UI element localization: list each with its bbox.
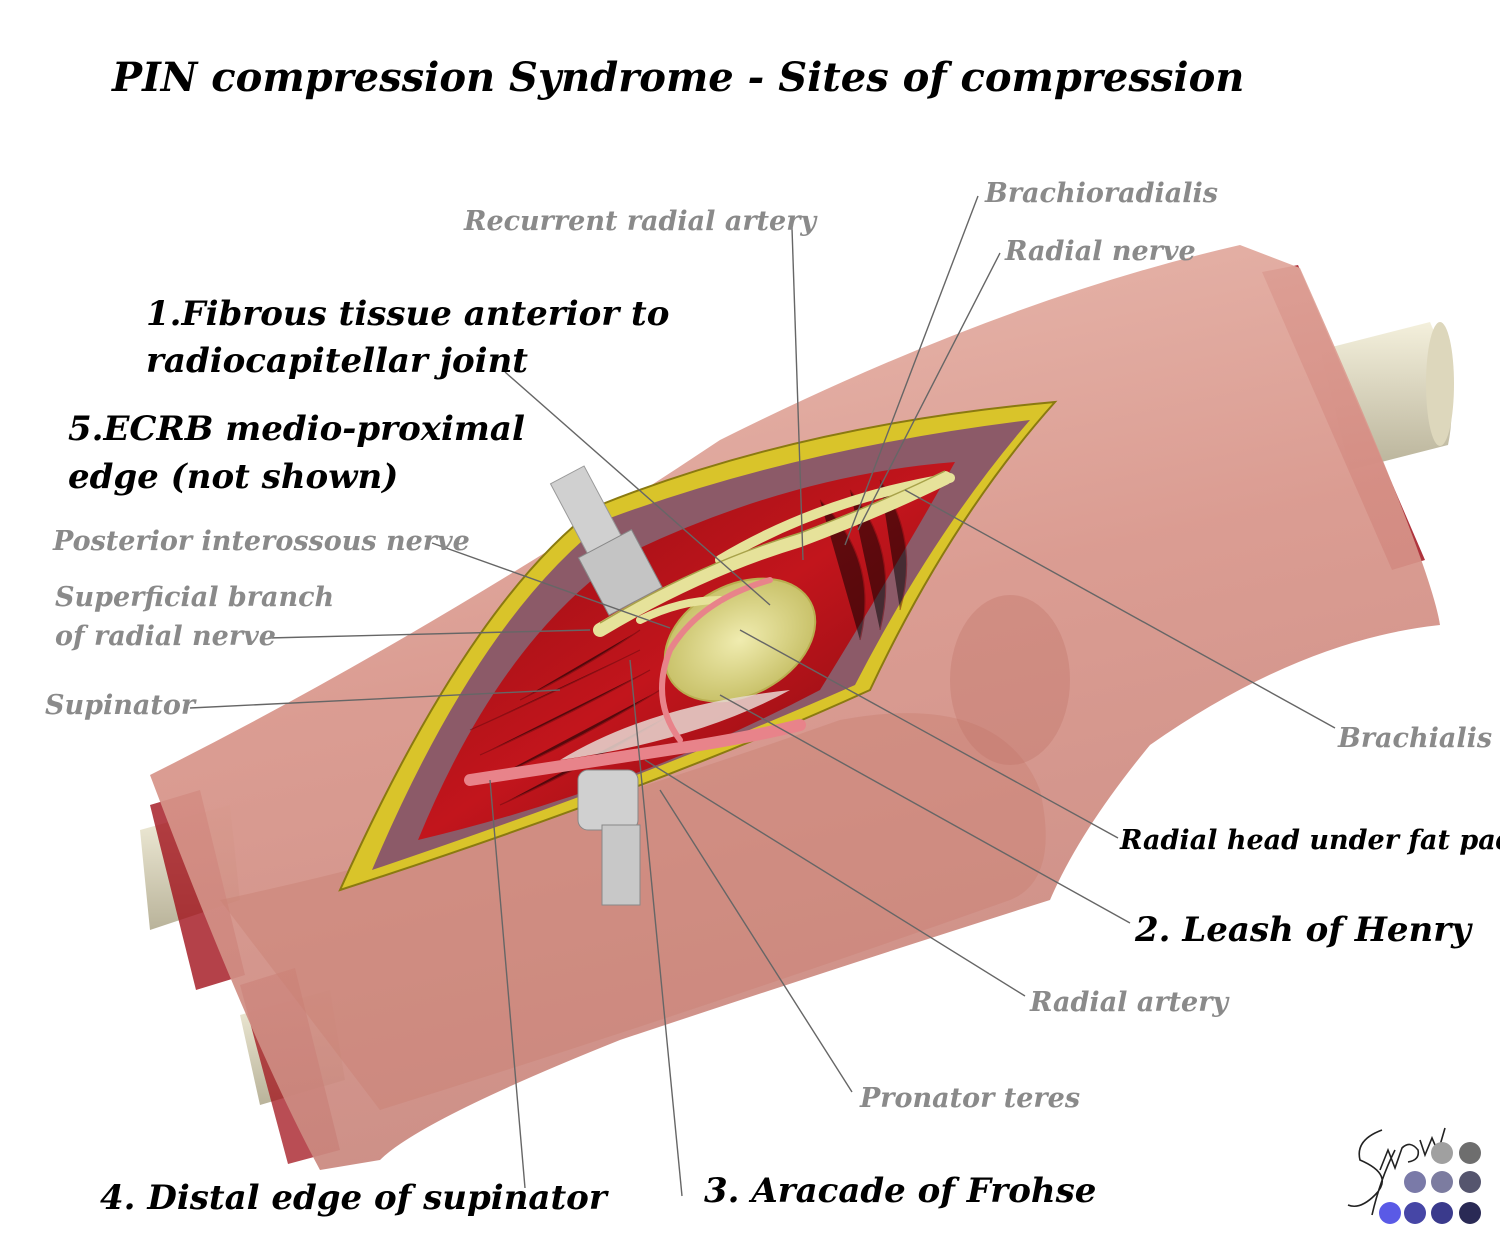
palette-dot [1379,1202,1401,1224]
palette-dot [1459,1202,1481,1224]
radial-head-label: Radial head under fat pad [1120,825,1500,856]
palette-dot [1431,1171,1453,1193]
page-title: PIN compression Syndrome - Sites of comp… [112,54,1245,101]
palette-dot [1404,1202,1426,1224]
pronator-teres-label: Pronator teres [860,1083,1081,1114]
retractor-lower [577,769,641,906]
palette-dot [1404,1171,1426,1193]
supinator-label: Supinator [45,690,196,721]
site-2-label: 2. Leash of Henry [1135,910,1471,950]
posterior-interosseous-nerve-label: Posterior interossous nerve [53,526,470,557]
brachioradialis-label: Brachioradialis [985,178,1218,209]
site-4-label: 4. Distal edge of supinator [100,1178,607,1218]
superficial-branch-label-line2: of radial nerve [55,621,276,652]
retractor-upper [549,465,663,616]
forearm-shading [220,713,1046,1110]
radial-artery-label: Radial artery [1030,987,1229,1018]
radial-artery [464,577,806,786]
radial-nerve-label: Radial nerve [1005,236,1196,267]
site-5-label-line2: edge (not shown) [68,457,399,497]
radial-head-fat-pad [663,577,817,703]
site-3-label: 3. Aracade of Frohse [704,1171,1097,1211]
brachialis-label: Brachialis [1338,723,1493,754]
nerve-outline [599,470,946,624]
site-1-label-line1: 1.Fibrous tissue anterior to [146,294,670,334]
superficial-branch-label-line1: Superficial branch [55,582,335,613]
elbow-shading [950,595,1070,765]
signature [1347,1127,1446,1216]
site-5-label-line1: 5.ECRB medio-proximal [68,409,525,449]
leader-lines [189,195,1336,1197]
tendon [560,690,790,760]
site-1-label-line2: radiocapitellar joint [146,341,529,381]
palette-dot [1431,1202,1453,1224]
palette-dot [1459,1142,1481,1164]
recurrent-radial-artery-label: Recurrent radial artery [464,206,817,237]
palette-dots [1379,1142,1481,1224]
palette-dot [1459,1171,1481,1193]
palette-dot [1431,1142,1453,1164]
